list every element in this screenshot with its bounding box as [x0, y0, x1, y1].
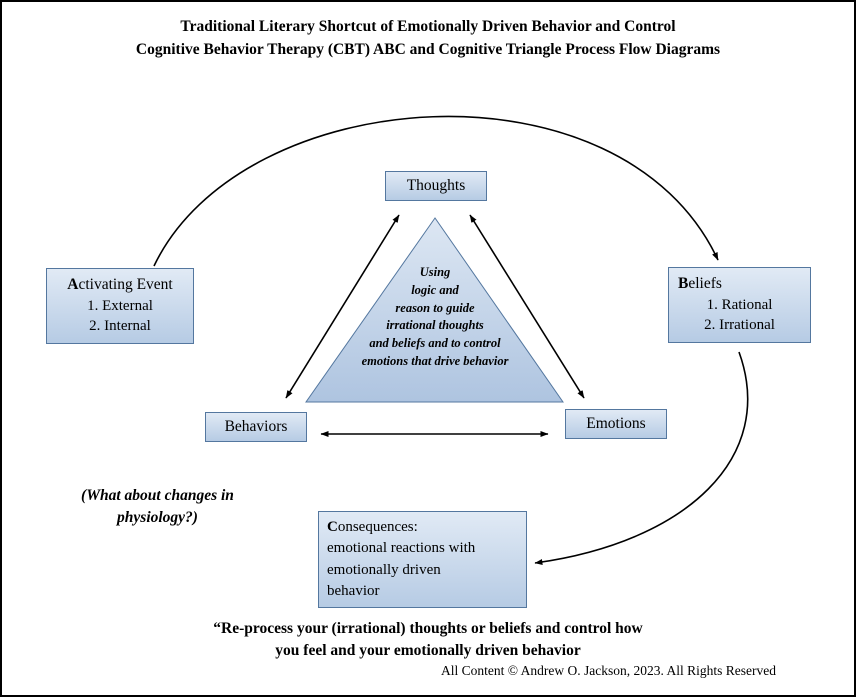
- activating-event-box: Activating Event 1. External 2. Internal: [46, 268, 194, 345]
- triangle-caption-line-1: Using: [419, 265, 451, 279]
- bottom-quote-line-1: “Re-process your (irrational) thoughts o…: [213, 620, 643, 637]
- beliefs-item-irrational: 2. Irrational: [704, 317, 775, 334]
- consequences-line-3: emotionally driven: [327, 561, 441, 578]
- consequences-line-2: emotional reactions with: [327, 540, 476, 557]
- physiology-note: (What about changes in physiology?): [40, 485, 275, 528]
- beliefs-box: Beliefs 1. Rational 2. Irrational: [668, 267, 811, 344]
- double-arrow-thoughts-behaviors: [285, 214, 400, 399]
- curved-arrow-beliefs-to-consequences: [534, 351, 749, 565]
- bottom-quote-line-2: you feel and your emotionally driven beh…: [275, 642, 581, 660]
- bottom-quote: “Re-process your (irrational) thoughts o…: [2, 618, 854, 663]
- double-arrow-thoughts-emotions: [469, 214, 585, 399]
- thoughts-label: Thoughts: [406, 177, 466, 194]
- triangle-caption-line-4: irrational thoughts: [386, 318, 484, 333]
- beliefs-title: Beliefs: [678, 275, 722, 292]
- consequences-line-4: behavior: [327, 582, 380, 599]
- activating-event-item-internal: 2. Internal: [89, 318, 151, 335]
- triangle-caption: Using logic and reason to guide irration…: [320, 264, 550, 371]
- physiology-note-line-2: physiology?): [117, 508, 198, 526]
- triangle-caption-line-6: emotions that drive behavior: [361, 353, 509, 368]
- curved-arrow-activating-to-beliefs: [153, 115, 719, 267]
- emotions-label: Emotions: [586, 415, 646, 432]
- activating-event-item-external: 1. External: [87, 297, 153, 314]
- behaviors-box: Behaviors: [205, 412, 307, 442]
- consequences-box: Consequences: emotional reactions with e…: [318, 511, 527, 608]
- physiology-note-line-1: (What about changes in: [81, 487, 234, 504]
- emotions-box: Emotions: [565, 409, 667, 439]
- title-line-2: Cognitive Behavior Therapy (CBT) ABC and…: [135, 41, 721, 59]
- triangle-caption-line-5: and beliefs and to control: [369, 336, 501, 350]
- behaviors-label: Behaviors: [224, 418, 288, 435]
- consequences-line-1: Consequences:: [327, 519, 418, 535]
- activating-event-title: Activating Event: [67, 276, 173, 293]
- copyright-text: All Content © Andrew O. Jackson, 2023. A…: [441, 663, 776, 678]
- beliefs-item-rational: 1. Rational: [706, 296, 773, 313]
- thoughts-box: Thoughts: [385, 171, 487, 201]
- triangle-caption-line-3: reason to guide: [395, 300, 475, 315]
- title-line-1: Traditional Literary Shortcut of Emotion…: [180, 18, 676, 35]
- diagram-title: Traditional Literary Shortcut of Emotion…: [2, 15, 854, 62]
- triangle-caption-line-2: logic and: [411, 282, 459, 297]
